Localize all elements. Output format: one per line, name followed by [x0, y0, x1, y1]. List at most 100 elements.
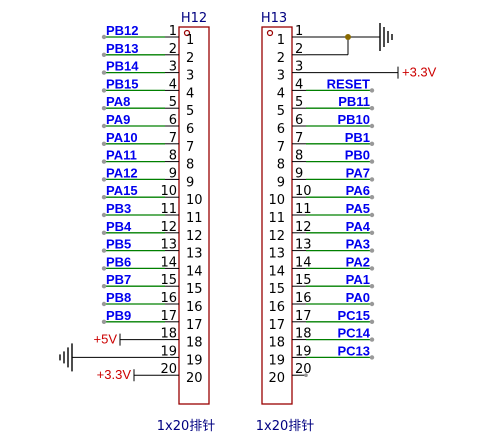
pin-number: 11: [295, 202, 312, 217]
net-label: PB10: [337, 112, 370, 127]
wire-end-dot: [369, 337, 375, 342]
pin-number: 1: [295, 24, 303, 39]
pin-number-inner: 7: [277, 140, 285, 155]
pin-number-inner: 11: [268, 211, 285, 226]
net-label: PA7: [346, 165, 370, 180]
wire-end-dot: [101, 284, 107, 289]
wire-end-dot: [369, 355, 375, 360]
net-label: PB11: [338, 94, 370, 109]
pin-number-inner: 20: [268, 371, 285, 386]
wire-end-dot: [101, 70, 107, 75]
net-label: PA0: [346, 290, 370, 305]
wire-end-dot: [369, 248, 375, 253]
pin-number: 17: [295, 309, 312, 324]
wire-end-dot: [101, 123, 107, 129]
pin-number: 9: [295, 166, 303, 181]
pin-number-inner: 1: [277, 33, 285, 48]
net-label: PB12: [106, 23, 139, 38]
wire-end-dot: [101, 212, 107, 218]
header-designator-h12: H12: [181, 11, 207, 26]
pin-number: 15: [160, 273, 177, 288]
net-label: PA11: [106, 148, 137, 163]
pin-number-inner: 12: [268, 229, 285, 244]
net-label: PC14: [337, 326, 370, 341]
pin-number-inner: 14: [186, 264, 203, 279]
pin-number-inner: 10: [268, 193, 285, 208]
pin-number-inner: 18: [186, 336, 203, 351]
pin-number-inner: 1: [186, 33, 194, 48]
net-label: PA12: [106, 165, 138, 180]
wire-end-dot: [369, 88, 375, 93]
wire-end-dot: [369, 195, 375, 200]
pin-number-inner: 13: [186, 247, 203, 262]
pin-number-inner: 16: [268, 300, 285, 315]
pin-number-inner: 16: [186, 300, 203, 315]
wire-end-dot: [369, 266, 375, 271]
pin-number-inner: 13: [268, 247, 285, 262]
wire-end-dot: [369, 141, 375, 146]
pin-number: 12: [160, 220, 177, 235]
pin-number: 4: [295, 77, 303, 92]
pin-number-inner: 14: [268, 264, 285, 279]
pin1-marker-h13: [266, 29, 274, 37]
wire-end-dot: [369, 123, 375, 129]
pin-number: 20: [160, 362, 177, 377]
pin-number-inner: 15: [186, 282, 203, 297]
pin-number: 9: [169, 166, 177, 181]
pin-number: 13: [160, 238, 177, 253]
net-label: PA9: [106, 112, 130, 127]
pin-number-inner: 7: [186, 140, 194, 155]
net-label: PB4: [106, 219, 132, 234]
wire-end-dot: [101, 248, 107, 253]
pin-number: 19: [160, 344, 177, 359]
net-label: PB13: [106, 41, 139, 56]
pin-number: 3: [295, 60, 303, 75]
pin-number-inner: 3: [277, 69, 285, 84]
pin-number: 13: [295, 238, 312, 253]
net-label: PA2: [346, 254, 370, 269]
wire-end-dot: [369, 212, 375, 218]
pin-number-inner: 4: [186, 86, 194, 101]
net-label: PB0: [345, 148, 370, 163]
pin-number: 19: [295, 344, 312, 359]
pin-number-inner: 20: [186, 371, 203, 386]
pin-number-inner: 11: [186, 211, 203, 226]
pin-number-inner: 5: [186, 104, 194, 119]
net-label: PB8: [106, 290, 131, 305]
wire-end-dot: [101, 159, 107, 164]
wire-end-dot: [101, 177, 107, 182]
power-label-5v: +5V: [94, 332, 118, 347]
wire-end-dot: [369, 159, 375, 164]
pin-number-inner: 3: [186, 69, 194, 84]
wire-end-dot: [101, 301, 107, 307]
pin-number: 4: [169, 77, 177, 92]
pin-number-inner: 5: [277, 104, 285, 119]
pin-number: 2: [169, 42, 177, 57]
wire-end-dot: [369, 230, 375, 235]
wire-end-dot: [101, 106, 107, 111]
wire-end-dot: [101, 88, 107, 93]
pin-number: 1: [169, 24, 177, 39]
wire-end-dot: [369, 319, 375, 324]
pin-number-inner: 8: [277, 158, 285, 173]
footprint-label-h12: 1x20排针: [157, 419, 216, 434]
pin-number: 6: [295, 113, 303, 128]
pin-number-inner: 17: [268, 318, 285, 333]
ground-icon: [59, 343, 73, 372]
pin1-marker-h12: [183, 29, 191, 37]
pin-number-inner: 8: [186, 158, 194, 173]
pin-number: 20: [295, 362, 312, 377]
ground-icon: [379, 23, 393, 51]
pin-number: 12: [295, 220, 312, 235]
pin-number: 7: [295, 131, 303, 146]
pin-number: 17: [160, 309, 177, 324]
pin-number: 7: [169, 131, 177, 146]
pin-number-inner: 9: [277, 175, 285, 190]
pin-number: 16: [160, 291, 177, 306]
pin-number: 18: [295, 327, 312, 342]
net-label: PA6: [346, 183, 370, 198]
wire-end-dot: [101, 34, 107, 40]
pin-number-inner: 15: [268, 282, 285, 297]
net-label: PA10: [106, 130, 138, 145]
pin-number: 5: [169, 95, 177, 110]
